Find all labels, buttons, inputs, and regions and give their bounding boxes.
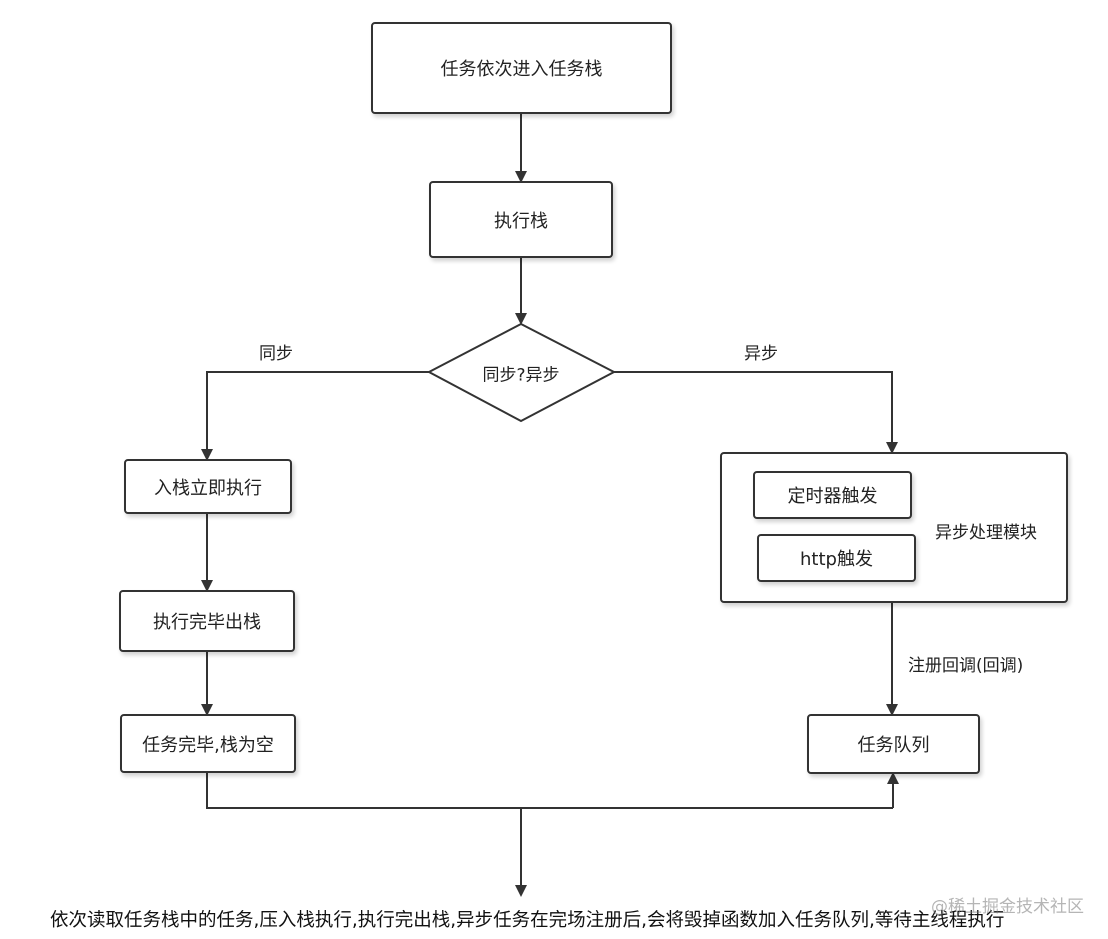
edge-label-sync: 同步 bbox=[259, 344, 293, 364]
arrow-sync-branch bbox=[201, 371, 429, 461]
node-execute-and-pop-label: 执行完毕出栈 bbox=[153, 612, 261, 633]
node-http-trigger: http触发 bbox=[757, 534, 916, 582]
edge-label-register-callback: 注册回调(回调) bbox=[908, 656, 1024, 676]
node-execution-stack-label: 执行栈 bbox=[494, 210, 548, 232]
node-timer-trigger-label: 定时器触发 bbox=[787, 486, 878, 507]
node-timer-trigger: 定时器触发 bbox=[753, 471, 912, 519]
async-module-label: 异步处理模块 bbox=[935, 523, 1037, 543]
decision-diamond bbox=[426, 322, 617, 423]
node-execute-and-pop: 执行完毕出栈 bbox=[119, 590, 295, 652]
connector-merge bbox=[206, 772, 893, 809]
node-http-trigger-label: http触发 bbox=[800, 549, 873, 570]
decision-label: 同步?异步 bbox=[482, 365, 560, 386]
watermark: @稀土掘金技术社区 bbox=[931, 897, 1084, 917]
edge-label-async: 异步 bbox=[744, 344, 778, 364]
node-task-queue-label: 任务队列 bbox=[857, 735, 930, 756]
node-stack-empty-label: 任务完毕,栈为空 bbox=[142, 734, 274, 756]
node-execution-stack: 执行栈 bbox=[429, 181, 613, 258]
flow-caption: 依次读取任务栈中的任务,压入栈执行,执行完出栈,异步任务在完场注册后,会将毁掉函… bbox=[50, 910, 1005, 931]
arrow-async-branch bbox=[614, 371, 898, 454]
node-enter-task-stack: 任务依次进入任务栈 bbox=[371, 22, 672, 114]
node-enter-task-stack-label: 任务依次进入任务栈 bbox=[440, 59, 603, 80]
node-push-and-execute-label: 入栈立即执行 bbox=[154, 477, 262, 499]
node-push-and-execute: 入栈立即执行 bbox=[124, 459, 292, 514]
node-stack-empty: 任务完毕,栈为空 bbox=[120, 714, 296, 773]
node-task-queue: 任务队列 bbox=[807, 714, 980, 774]
